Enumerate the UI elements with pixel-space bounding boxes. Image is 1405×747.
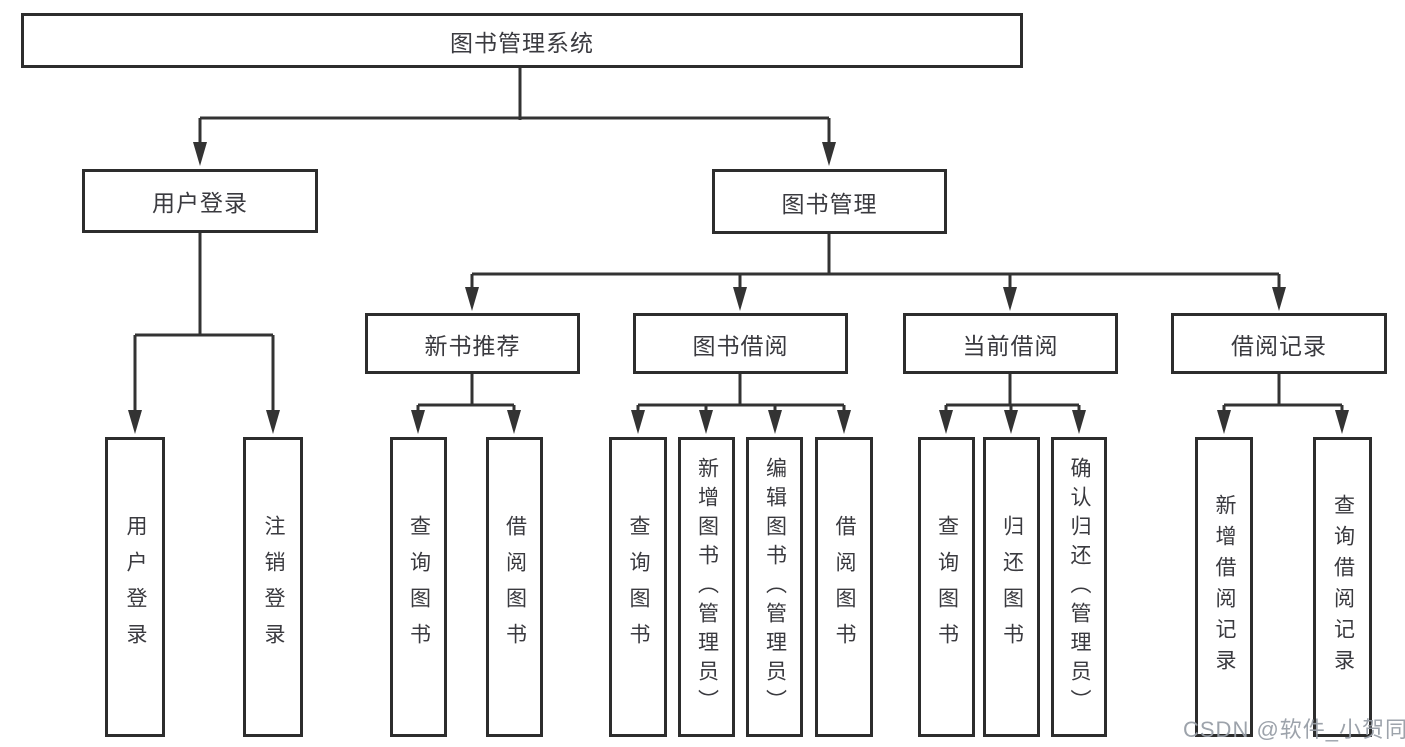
node-book-management: 图书管理 bbox=[712, 169, 947, 234]
leaf-borrow-borrow-books: 借阅图书 bbox=[815, 437, 873, 737]
leaf-newbook-query-books: 查询图书 bbox=[390, 437, 447, 737]
node-user-login: 用户登录 bbox=[82, 169, 318, 233]
node-current-borrow: 当前借阅 bbox=[903, 313, 1118, 374]
node-borrow-records: 借阅记录 bbox=[1171, 313, 1387, 374]
leaf-newbook-borrow-books: 借阅图书 bbox=[486, 437, 543, 737]
node-library-system: 图书管理系统 bbox=[21, 13, 1023, 68]
leaf-logout: 注销登录 bbox=[243, 437, 303, 737]
leaf-query-borrow-record: 查询借阅记录 bbox=[1313, 437, 1372, 737]
leaf-confirm-return-admin: 确认归还（管理员） bbox=[1051, 437, 1107, 737]
leaf-user-login: 用户登录 bbox=[105, 437, 165, 737]
node-book-borrow: 图书借阅 bbox=[633, 313, 848, 374]
leaf-add-books-admin: 新增图书（管理员） bbox=[678, 437, 735, 737]
leaf-current-query-books: 查询图书 bbox=[918, 437, 975, 737]
leaf-add-borrow-record: 新增借阅记录 bbox=[1195, 437, 1253, 737]
node-new-book-recommend: 新书推荐 bbox=[365, 313, 580, 374]
leaf-return-books: 归还图书 bbox=[983, 437, 1040, 737]
csdn-watermark: CSDN @软件_小贺同学 bbox=[1183, 717, 1405, 742]
leaf-borrow-query-books: 查询图书 bbox=[609, 437, 667, 737]
leaf-edit-books-admin: 编辑图书（管理员） bbox=[746, 437, 803, 737]
